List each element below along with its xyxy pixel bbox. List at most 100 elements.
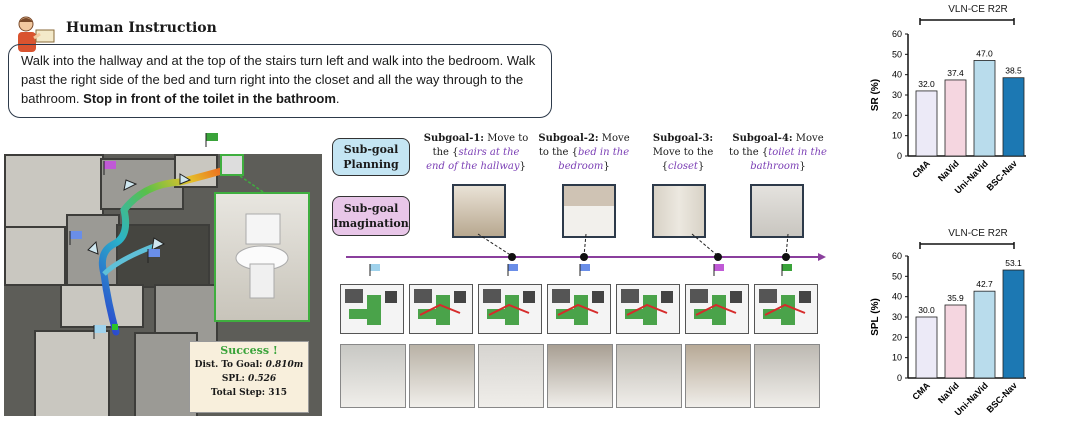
y-tick-label: 40 <box>892 70 902 80</box>
category-label: CMA <box>910 158 932 180</box>
flag-icon <box>103 161 116 175</box>
bar <box>973 290 996 379</box>
instruction-bold-text: Stop in front of the toilet in the bathr… <box>83 91 336 106</box>
y-tick-label: 60 <box>892 29 902 39</box>
steps-label: Total Step: <box>210 388 269 398</box>
observation-photo <box>547 344 613 408</box>
instruction-end: . <box>335 91 340 106</box>
observation-photo <box>409 344 475 408</box>
subgoal-label: Subgoal-1: <box>423 133 484 144</box>
timeline-markers <box>369 233 826 276</box>
category-label: BSC-Nav <box>985 380 1019 414</box>
flag-icon <box>507 264 518 276</box>
y-axis-label: SR (%) <box>870 79 881 111</box>
flag-icon <box>781 264 792 276</box>
subgoal-label: Subgoal-2: <box>538 133 599 144</box>
y-tick-label: 20 <box>892 110 902 120</box>
instruction-text: Walk into the hallway and at the top of … <box>21 53 536 106</box>
bar-value-label: 47.0 <box>976 48 993 58</box>
bar-value-label: 38.5 <box>1005 66 1022 76</box>
category-label: NaVid <box>936 158 961 183</box>
flag-icon <box>69 231 82 245</box>
flag-icon <box>579 264 590 276</box>
bar <box>1002 77 1025 157</box>
subgoal-4: Subgoal-4: Move to the {toilet in the ba… <box>728 132 828 174</box>
subgoal-post: } <box>799 161 806 172</box>
subgoal-post: } <box>697 161 705 172</box>
flag-icon <box>205 133 218 147</box>
observation-photo <box>685 344 751 408</box>
imagined-toilet-image <box>750 184 804 238</box>
map-tile <box>478 284 542 334</box>
presenter-avatar-icon <box>18 16 55 52</box>
bar-value-label: 30.0 <box>918 305 935 315</box>
bar <box>973 60 996 157</box>
toilet-icon <box>235 213 289 299</box>
subgoal-target: stairs at the end of the hallway <box>426 147 520 172</box>
spl-value: 0.526 <box>247 374 277 384</box>
map-tile <box>685 284 749 334</box>
instruction-box: Walk into the hallway and at the top of … <box>8 44 552 118</box>
subgoal-label: Subgoal-3: <box>652 133 714 144</box>
map-tile <box>409 284 473 334</box>
goal-thumbnail <box>220 154 244 176</box>
subgoal-post: } <box>603 161 610 172</box>
map-tile <box>754 284 818 334</box>
subgoal-pre: Move to the { <box>652 147 714 172</box>
y-tick-label: 40 <box>892 292 902 302</box>
imagined-stairs-image <box>452 184 506 238</box>
y-tick-label: 60 <box>892 251 902 261</box>
bar <box>944 304 967 379</box>
bar-value-label: 37.4 <box>947 68 964 78</box>
subgoal-pre: Move to the { <box>538 133 630 158</box>
bar <box>1002 269 1025 379</box>
observation-photo <box>616 344 682 408</box>
floor-map: Success ! Dist. To Goal: 0.810m SPL: 0.5… <box>4 154 322 416</box>
bar-value-label: 35.9 <box>947 293 964 303</box>
subgoal-planning-box: Sub-goal Planning <box>332 138 410 176</box>
y-tick-label: 30 <box>892 312 902 322</box>
spl-label: SPL: <box>221 374 248 384</box>
subgoal-pre: Move to the { <box>432 133 529 158</box>
y-tick-label: 30 <box>892 90 902 100</box>
bar <box>915 90 938 157</box>
bar-value-label: 42.7 <box>976 279 993 289</box>
observation-photo <box>754 344 820 408</box>
chart-title: VLN-CE R2R <box>948 228 1008 239</box>
subgoal-3: Subgoal-3: Move to the {closet} <box>646 132 720 174</box>
map-tile <box>616 284 680 334</box>
bar <box>944 79 967 157</box>
subgoal-pre: Move to the { <box>729 133 824 158</box>
steps-value: 315 <box>268 388 288 398</box>
map-tile <box>547 284 611 334</box>
y-tick-label: 20 <box>892 332 902 342</box>
subgoal-target: bed in the bedroom <box>558 147 630 172</box>
flag-icon <box>713 264 724 276</box>
flag-icon <box>147 249 160 263</box>
category-label: BSC-Nav <box>985 158 1019 192</box>
imagined-bed-image <box>562 184 616 238</box>
dist-label: Dist. To Goal: <box>194 360 266 370</box>
y-tick-label: 10 <box>892 131 902 141</box>
flag-icon <box>369 264 380 276</box>
category-label: CMA <box>910 380 932 402</box>
y-tick-label: 50 <box>892 49 902 59</box>
map-tile <box>340 284 404 334</box>
success-box: Success ! Dist. To Goal: 0.810m SPL: 0.5… <box>189 341 309 413</box>
subgoal-label: Subgoal-4: <box>732 133 793 144</box>
y-tick-label: 0 <box>897 373 902 383</box>
imagined-closet-image <box>652 184 706 238</box>
bar <box>915 316 938 379</box>
subgoal-post: } <box>519 161 526 172</box>
subgoal-1: Subgoal-1: Move to the {stairs at the en… <box>422 132 530 174</box>
subgoal-target: toilet in the bathroom <box>750 147 827 172</box>
y-axis-label: SPL (%) <box>870 298 881 336</box>
bar-value-label: 32.0 <box>918 79 935 89</box>
goal-toilet-view <box>214 192 310 322</box>
subgoal-target: closet <box>668 161 698 172</box>
flag-icon <box>93 325 106 339</box>
success-title: Success ! <box>220 344 278 357</box>
bar-value-label: 53.1 <box>1005 258 1022 268</box>
